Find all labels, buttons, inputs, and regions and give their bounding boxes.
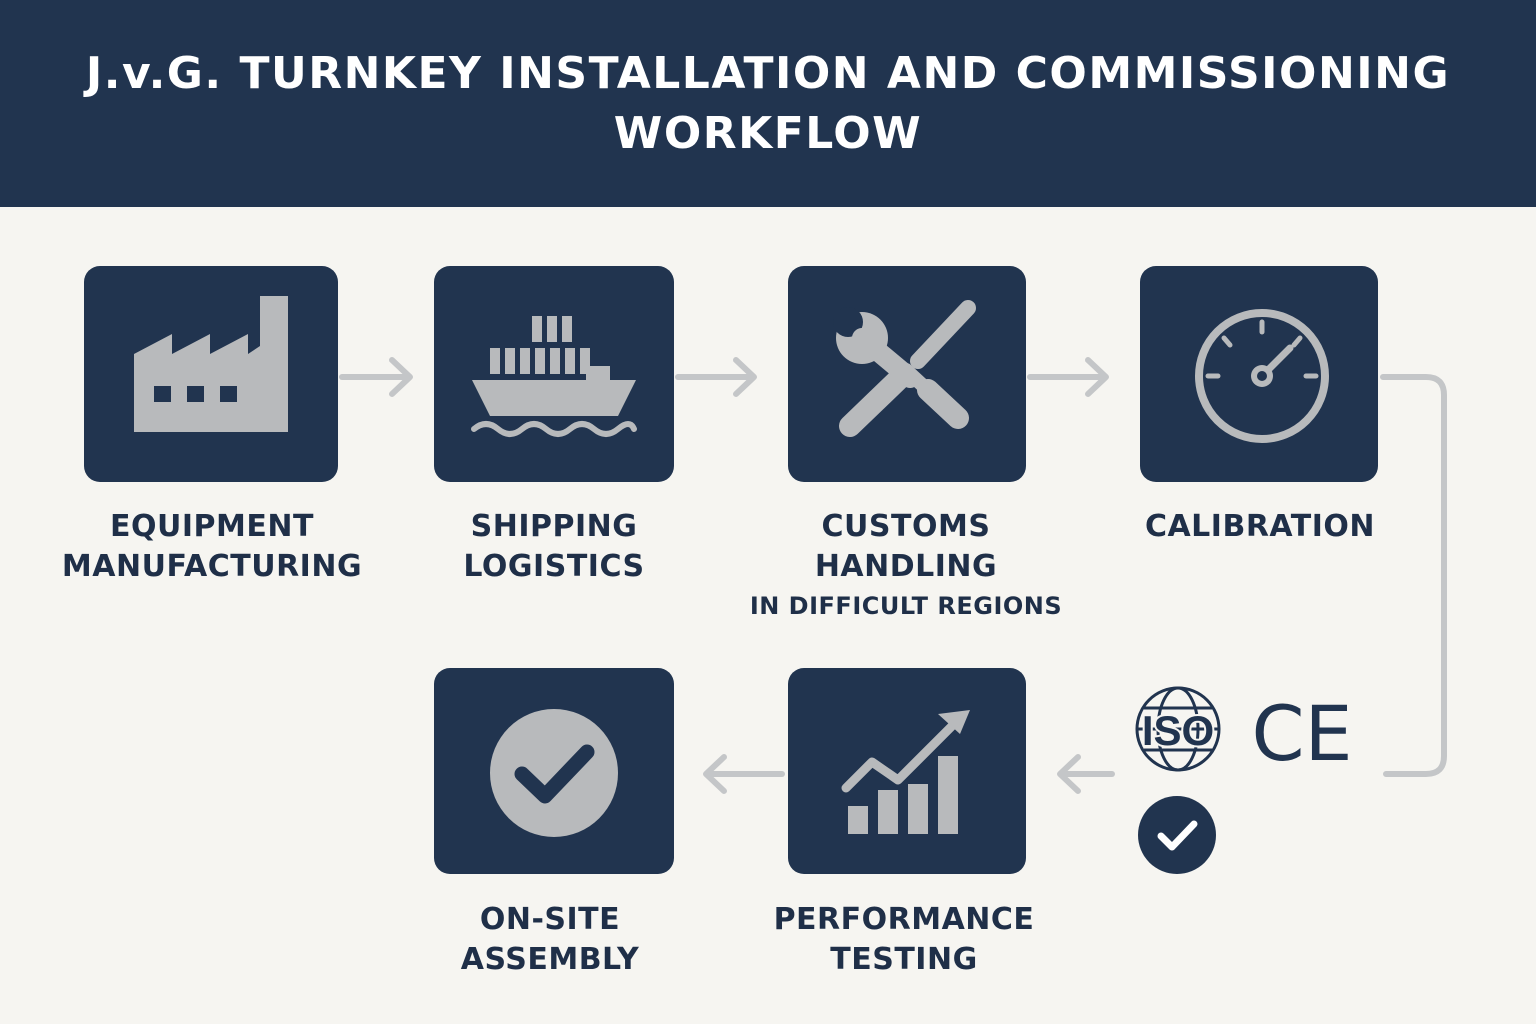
step-equipment-manufacturing — [84, 266, 338, 482]
growth-chart-icon — [841, 710, 970, 834]
check-circle-icon — [490, 709, 618, 837]
arrow-to-performance-testing — [1057, 754, 1115, 794]
step-shipping-logistics — [434, 266, 674, 482]
ce-mark-icon: CE — [1251, 698, 1352, 770]
arrow-performance-to-assembly — [703, 754, 785, 794]
label-calibration: CALIBRATION — [1144, 509, 1376, 544]
svg-text:CE: CE — [1251, 698, 1352, 770]
header-banner: J.v.G. TURNKEY INSTALLATION AND COMMISSI… — [0, 0, 1536, 207]
arrow-customs-to-calibration — [1027, 357, 1109, 397]
arrow-manufacturing-to-shipping — [339, 357, 413, 397]
label-equipment-manufacturing: EQUIPMENT MANUFACTURING — [61, 509, 363, 584]
arrow-shipping-to-customs — [675, 357, 757, 397]
factory-icon — [134, 296, 288, 432]
step-customs-handling — [788, 266, 1026, 482]
label-shipping-logistics: SHIPPING LOGISTICS — [463, 509, 645, 584]
iso-logo-icon: ISO — [1135, 686, 1221, 772]
label-customs-handling: CUSTOMS HANDLING IN DIFFICULT REGIONS — [716, 507, 1096, 625]
wrench-screwdriver-icon — [833, 300, 976, 437]
check-badge-icon — [1138, 796, 1216, 874]
label-performance-testing: PERFORMANCE TESTING — [773, 902, 1035, 977]
title-line-2: WORKFLOW — [613, 107, 923, 159]
gauge-icon — [1195, 309, 1329, 443]
label-on-site-assembly: ON-SITE ASSEMBLY — [460, 902, 640, 977]
customs-sublabel: IN DIFFICULT REGIONS — [749, 592, 1063, 620]
step-calibration — [1140, 266, 1378, 482]
title-line-1: J.v.G. TURNKEY INSTALLATION AND COMMISSI… — [85, 47, 1451, 99]
step-performance-testing — [788, 668, 1026, 874]
cargo-ship-icon — [471, 316, 637, 437]
connector-calibration-loop — [1380, 374, 1447, 777]
svg-text:ISO: ISO — [1142, 707, 1214, 754]
step-on-site-assembly — [434, 668, 674, 874]
